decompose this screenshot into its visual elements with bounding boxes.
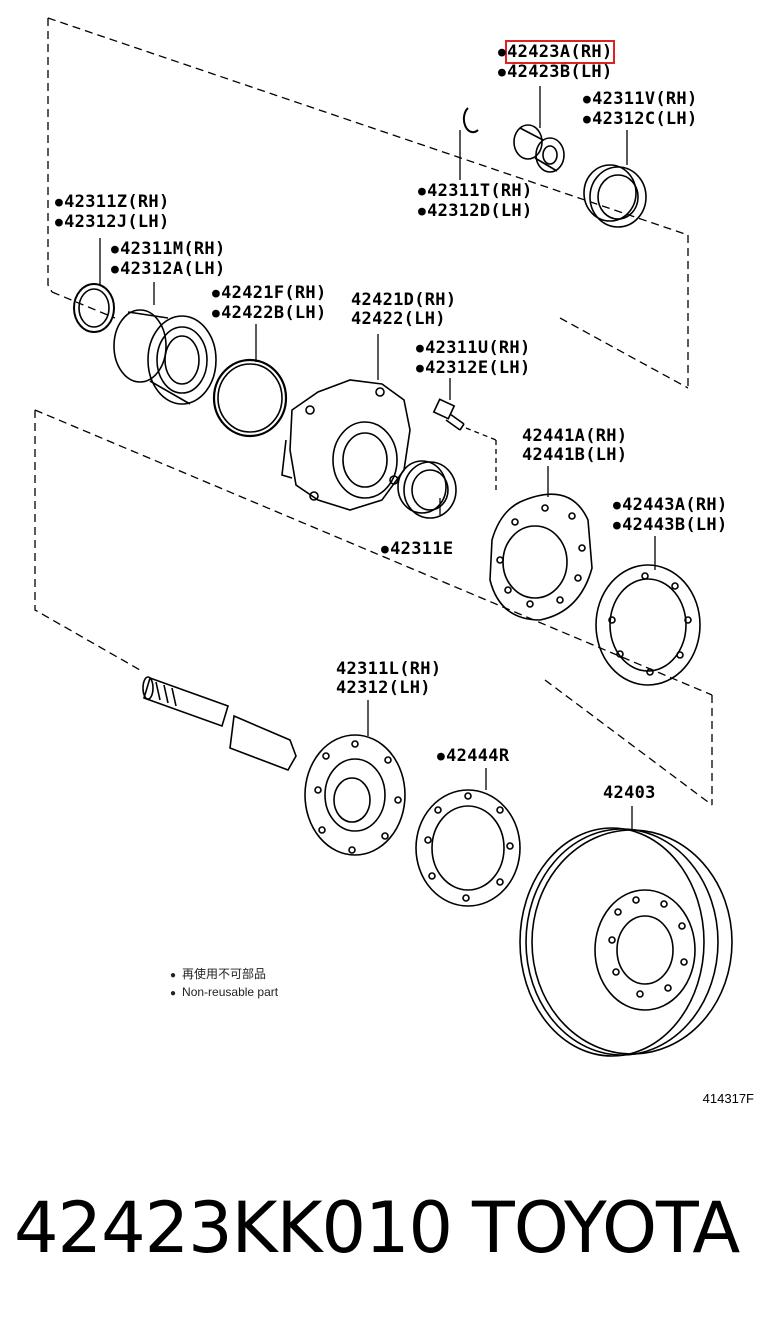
label-42311M[interactable]: 42311M(RH) 42312A(LH): [111, 240, 226, 280]
gasket-42444R: [415, 789, 521, 907]
backing-plate-42441A: [489, 493, 593, 621]
highlighted-part-42423A[interactable]: 42423A(RH): [505, 40, 615, 64]
hub-bearing-42311M: [113, 309, 217, 405]
bearing-cone-42423: [513, 124, 565, 173]
dashed-boundary-lower: [34, 409, 713, 806]
label-42403[interactable]: 42403: [603, 783, 656, 803]
oil-seal-42311E: [397, 460, 457, 519]
label-42421D[interactable]: 42421D(RH) 42422(LH): [351, 290, 457, 329]
label-42311L[interactable]: 42311L(RH) 42312(LH): [336, 659, 442, 698]
bearing-retainer-42421D: [281, 379, 411, 511]
o-ring-42421F: [212, 358, 288, 438]
hub-bolt-42311U: [432, 398, 465, 431]
label-42311Z[interactable]: 42311Z(RH) 42312J(LH): [55, 193, 170, 233]
label-42311V[interactable]: 42311V(RH) 42312C(LH): [583, 90, 698, 130]
label-42421F[interactable]: 42421F(RH) 42422B(LH): [212, 284, 327, 324]
label-42423[interactable]: 42423A(RH) 42423B(LH): [498, 40, 615, 83]
leader-lines: [99, 86, 656, 830]
legend: 再使用不可部品 Non-reusable part: [170, 966, 278, 1002]
label-42311E[interactable]: 42311E: [381, 540, 453, 560]
snap-ring: [462, 107, 479, 134]
legend-item-japanese: 再使用不可部品: [170, 966, 278, 984]
label-42311T[interactable]: 42311T(RH) 42312D(LH): [418, 182, 533, 222]
axle-shaft-42311L: [142, 676, 406, 856]
part-number: 42423KK010: [14, 1187, 453, 1269]
brand-name: TOYOTA: [472, 1187, 740, 1269]
legend-item-english: Non-reusable part: [170, 984, 278, 1002]
snap-ring-42311Z: [73, 283, 115, 333]
oil-seal-42311V: [583, 164, 647, 228]
figure-number: 414317F: [702, 1091, 754, 1106]
label-42443A[interactable]: 42443A(RH) 42443B(LH): [613, 496, 728, 536]
brake-drum-42403: [519, 827, 733, 1057]
exploded-parts-diagram: [34, 17, 733, 1057]
label-42441A[interactable]: 42441A(RH) 42441B(LH): [522, 426, 628, 465]
label-42444R[interactable]: 42444R: [437, 747, 509, 767]
gasket-42443A: [595, 564, 701, 686]
footer-caption: 42423KK010 TOYOTA: [14, 1188, 754, 1268]
label-42311U[interactable]: 42311U(RH) 42312E(LH): [416, 339, 531, 379]
dashed-boundary-upper: [47, 17, 689, 389]
